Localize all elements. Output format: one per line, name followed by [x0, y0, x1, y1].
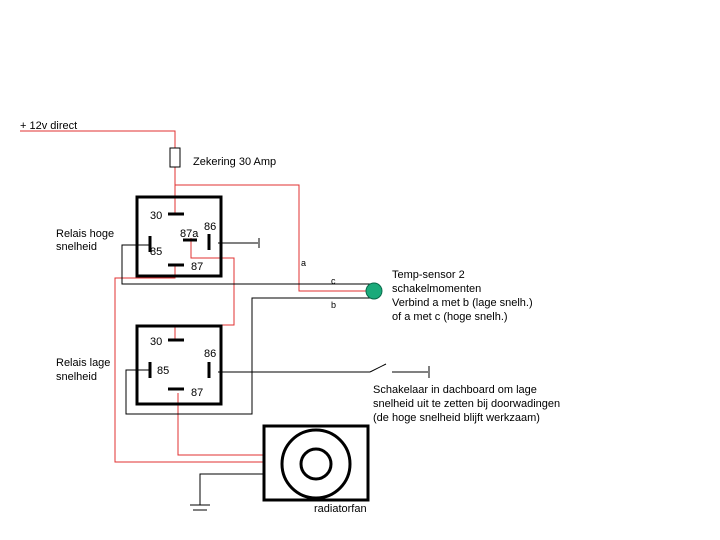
radiator-fan [262, 424, 370, 502]
relay-high-box [135, 195, 223, 278]
relay-low-label-2: snelheid [56, 371, 97, 383]
supply-wire [20, 130, 176, 148]
fuse-symbol [169, 147, 181, 168]
relay-high-label-2: snelheid [56, 241, 97, 253]
sensor-label-1: Temp-sensor 2 [392, 269, 465, 281]
wire-high-87-to-fan [114, 265, 304, 463]
relay-low-pin-86: 86 [204, 348, 216, 360]
sensor-label-3: Verbind a met b (lage snelh.) [392, 297, 533, 309]
relay-low-pin-30: 30 [150, 336, 162, 348]
relay-high-pin-86: 86 [204, 221, 216, 233]
supply-label: + 12v direct [20, 120, 77, 132]
dashboard-switch-blade [369, 363, 387, 373]
wire-low-85-to-b [125, 297, 374, 415]
relay-high-pin-87a: 87a [180, 228, 199, 240]
relay-high-pin-87: 87 [191, 261, 203, 273]
relay-high [135, 195, 223, 278]
relay-low-box [135, 324, 223, 406]
temp-sensor [365, 282, 383, 300]
switch-note-1: Schakelaar in dachboard om lage [373, 384, 537, 396]
relay-low-label-1: Relais lage [56, 357, 110, 369]
sensor-terminal-b: b [331, 300, 336, 310]
relay-low-pin-87: 87 [191, 387, 203, 399]
sensor-label-4: of a met c (hoge snelh.) [392, 311, 508, 323]
relay-high-pin-85: 85 [150, 246, 162, 258]
fan-blade-ring [280, 428, 352, 500]
fuse-label: Zekering 30 Amp [193, 156, 276, 168]
sensor-label-2: schakelmomenten [392, 283, 481, 295]
fan-label: radiatorfan [314, 503, 367, 515]
wire-sensor-a [175, 184, 374, 292]
sensor-terminal-a: a [301, 258, 306, 268]
fan-hub [299, 447, 333, 481]
relay-low-pin-85: 85 [157, 365, 169, 377]
sensor-terminal-c: c [331, 276, 336, 286]
relay-high-label-1: Relais hoge [56, 228, 114, 240]
switch-note-2: snelheid uit te zetten bij doorwadingen [373, 398, 560, 410]
relay-high-pin-30: 30 [150, 210, 162, 222]
switch-note-3: (de hoge snelheid blijft werkzaam) [373, 412, 540, 424]
fan-housing [262, 424, 370, 502]
relay-low [135, 324, 223, 406]
